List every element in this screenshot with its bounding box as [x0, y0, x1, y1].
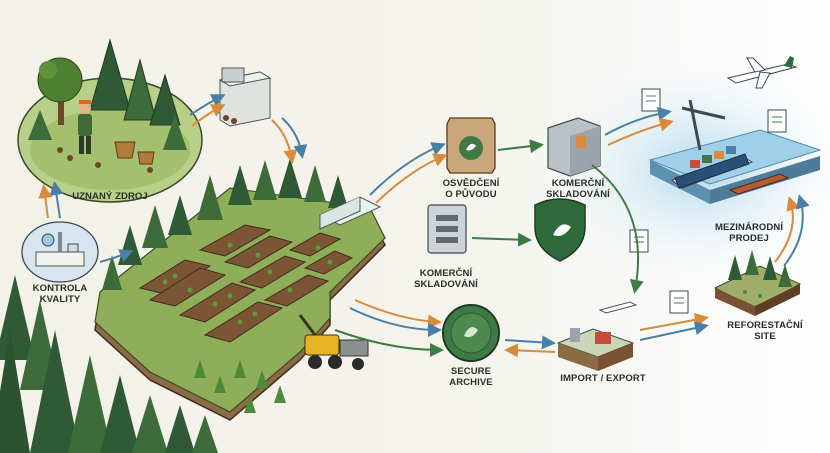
document-icon-2: [767, 109, 787, 133]
label-kontrola-kvality: KONTROLA KVALITY: [20, 283, 100, 305]
recognized-source-scene: [17, 38, 203, 203]
label-kontrola-line1: KONTROLA: [32, 283, 88, 294]
label-osvedceni-line2: O PŮVODU: [445, 189, 497, 200]
seed-machine: [218, 67, 272, 127]
label-secure-line1: SECURE: [450, 366, 492, 377]
label-secure-line2: ARCHIVE: [449, 377, 493, 388]
young-plants: [194, 360, 286, 413]
label-import-export: IMPORT / EXPORT: [548, 373, 658, 384]
label-komercni1-line2: SKLADOVÁNÍ: [546, 189, 610, 200]
source-trees: [28, 38, 187, 150]
label-kontrola-line2: KVALITY: [39, 294, 81, 305]
harvester-machine: [298, 314, 369, 370]
label-osvedceni-o-puvodu: OSVĚDČENÍ O PŮVODU: [425, 178, 517, 200]
label-reforestacni-line2: SITE: [754, 331, 776, 342]
flow-arrows: [38, 94, 810, 358]
label-mezinarodni-prodej: MEZINÁRODNÍ PRODEJ: [704, 222, 794, 244]
secure-archive-seal: [442, 304, 500, 362]
document-icon-1: [641, 88, 661, 112]
certificate-bag: [446, 117, 496, 174]
label-mezinarodni-line2: PRODEJ: [729, 233, 769, 244]
label-reforestacni-line1: REFORESTAČNÍ: [727, 320, 803, 331]
label-komercni-skladovani-1: KOMERČNÍ SKLADOVÁNÍ: [530, 178, 626, 200]
storage-unit-1: [547, 117, 601, 177]
label-komercni-skladovani-2: KOMERČNÍ SKLADOVÁNÍ: [398, 268, 494, 290]
cone-baskets: [57, 141, 155, 173]
storage-unit-2: [427, 204, 467, 254]
label-mezinarodni-line1: MEZINÁRODNÍ: [714, 222, 784, 233]
foreground-forest: [0, 275, 218, 453]
label-komercni2-line1: KOMERČNÍ: [419, 268, 473, 279]
label-uznany-zdroj-text: UZNANÝ ZDROJ: [72, 191, 148, 202]
quality-control-scene: [21, 221, 99, 283]
import-export-port: [556, 301, 638, 371]
document-icon-4: [669, 290, 689, 314]
nursery-platform: [94, 158, 386, 421]
reforestation-site-scene: [713, 250, 802, 316]
greenhouse: [318, 196, 382, 230]
label-import-export-text: IMPORT / EXPORT: [560, 373, 646, 384]
label-secure-archive: SECURE ARCHIVE: [430, 366, 512, 388]
document-icon-3: [629, 229, 649, 253]
bed-seedlings: [162, 242, 333, 325]
worker-figure: [78, 100, 92, 154]
label-komercni1-line1: KOMERČNÍ: [551, 178, 605, 189]
label-osvedceni-line1: OSVĚDČENÍ: [442, 178, 500, 189]
airplane-icon: [726, 56, 798, 89]
label-uznany-zdroj: UZNANÝ ZDROJ: [60, 191, 160, 202]
label-reforestacni-site: REFORESTAČNÍ SITE: [715, 320, 815, 342]
label-komercni2-line2: SKLADOVÁNÍ: [414, 279, 478, 290]
international-sales-port: [648, 99, 822, 204]
shield-icon: [534, 198, 586, 262]
